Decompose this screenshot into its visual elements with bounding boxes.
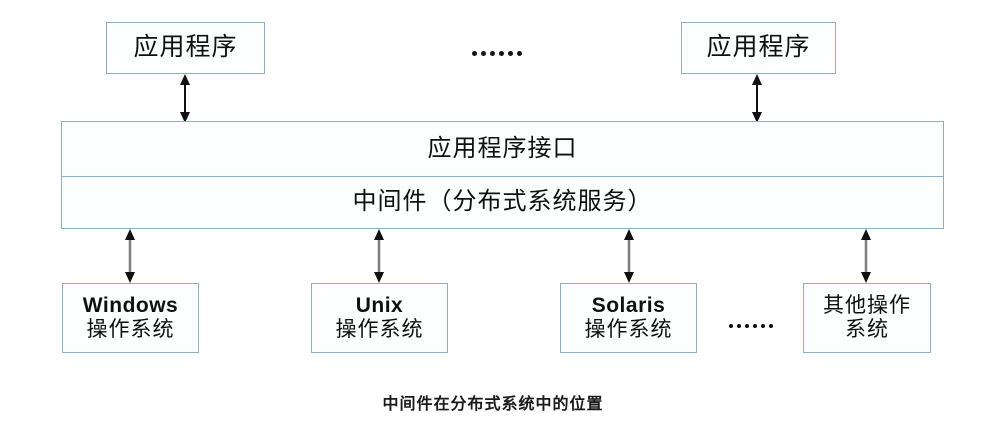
dot [753,324,757,328]
os-box-other-name: 其他操作 [823,293,911,318]
connector-middleware-to-solaris [624,229,634,283]
os-box-windows-name: Windows [82,294,179,318]
app-box-left: 应用程序 [106,22,265,74]
dot [737,324,741,328]
middleware-band: 中间件（分布式系统服务） [61,176,944,229]
dot [472,51,477,56]
connector-middleware-to-other-os [861,229,871,283]
dot [761,324,765,328]
connector-app-right-to-api [752,74,762,123]
middleware-band-label: 中间件（分布式系统服务） [352,189,653,216]
os-box-unix: Unix 操作系统 [311,283,448,353]
connector-middleware-to-unix [374,229,384,283]
app-box-right-label: 应用程序 [706,34,811,61]
os-box-solaris-sub: 操作系统 [584,317,673,341]
api-band: 应用程序接口 [61,121,944,177]
app-box-left-label: 应用程序 [133,34,238,61]
diagram-caption: 中间件在分布式系统中的位置 [382,396,604,413]
app-box-right: 应用程序 [681,22,836,74]
connector-app-left-to-api [180,74,190,123]
os-box-other: 其他操作 系统 [803,283,931,353]
dot [490,51,495,56]
os-box-unix-sub: 操作系统 [335,317,424,341]
dot [745,324,749,328]
top-ellipsis [472,51,522,56]
dot [729,324,733,328]
os-box-windows: Windows 操作系统 [62,283,199,353]
os-box-other-sub: 系统 [845,317,889,341]
connector-middleware-to-windows [125,229,135,283]
dot [508,51,513,56]
os-box-solaris: Solaris 操作系统 [560,283,697,353]
dot [499,51,504,56]
dot [517,51,522,56]
os-box-solaris-name: Solaris [591,294,666,318]
dot [481,51,486,56]
os-box-windows-sub: 操作系统 [86,317,175,341]
dot [769,324,773,328]
api-band-label: 应用程序接口 [427,135,578,162]
os-box-unix-name: Unix [355,294,404,318]
os-row-ellipsis [729,324,773,328]
